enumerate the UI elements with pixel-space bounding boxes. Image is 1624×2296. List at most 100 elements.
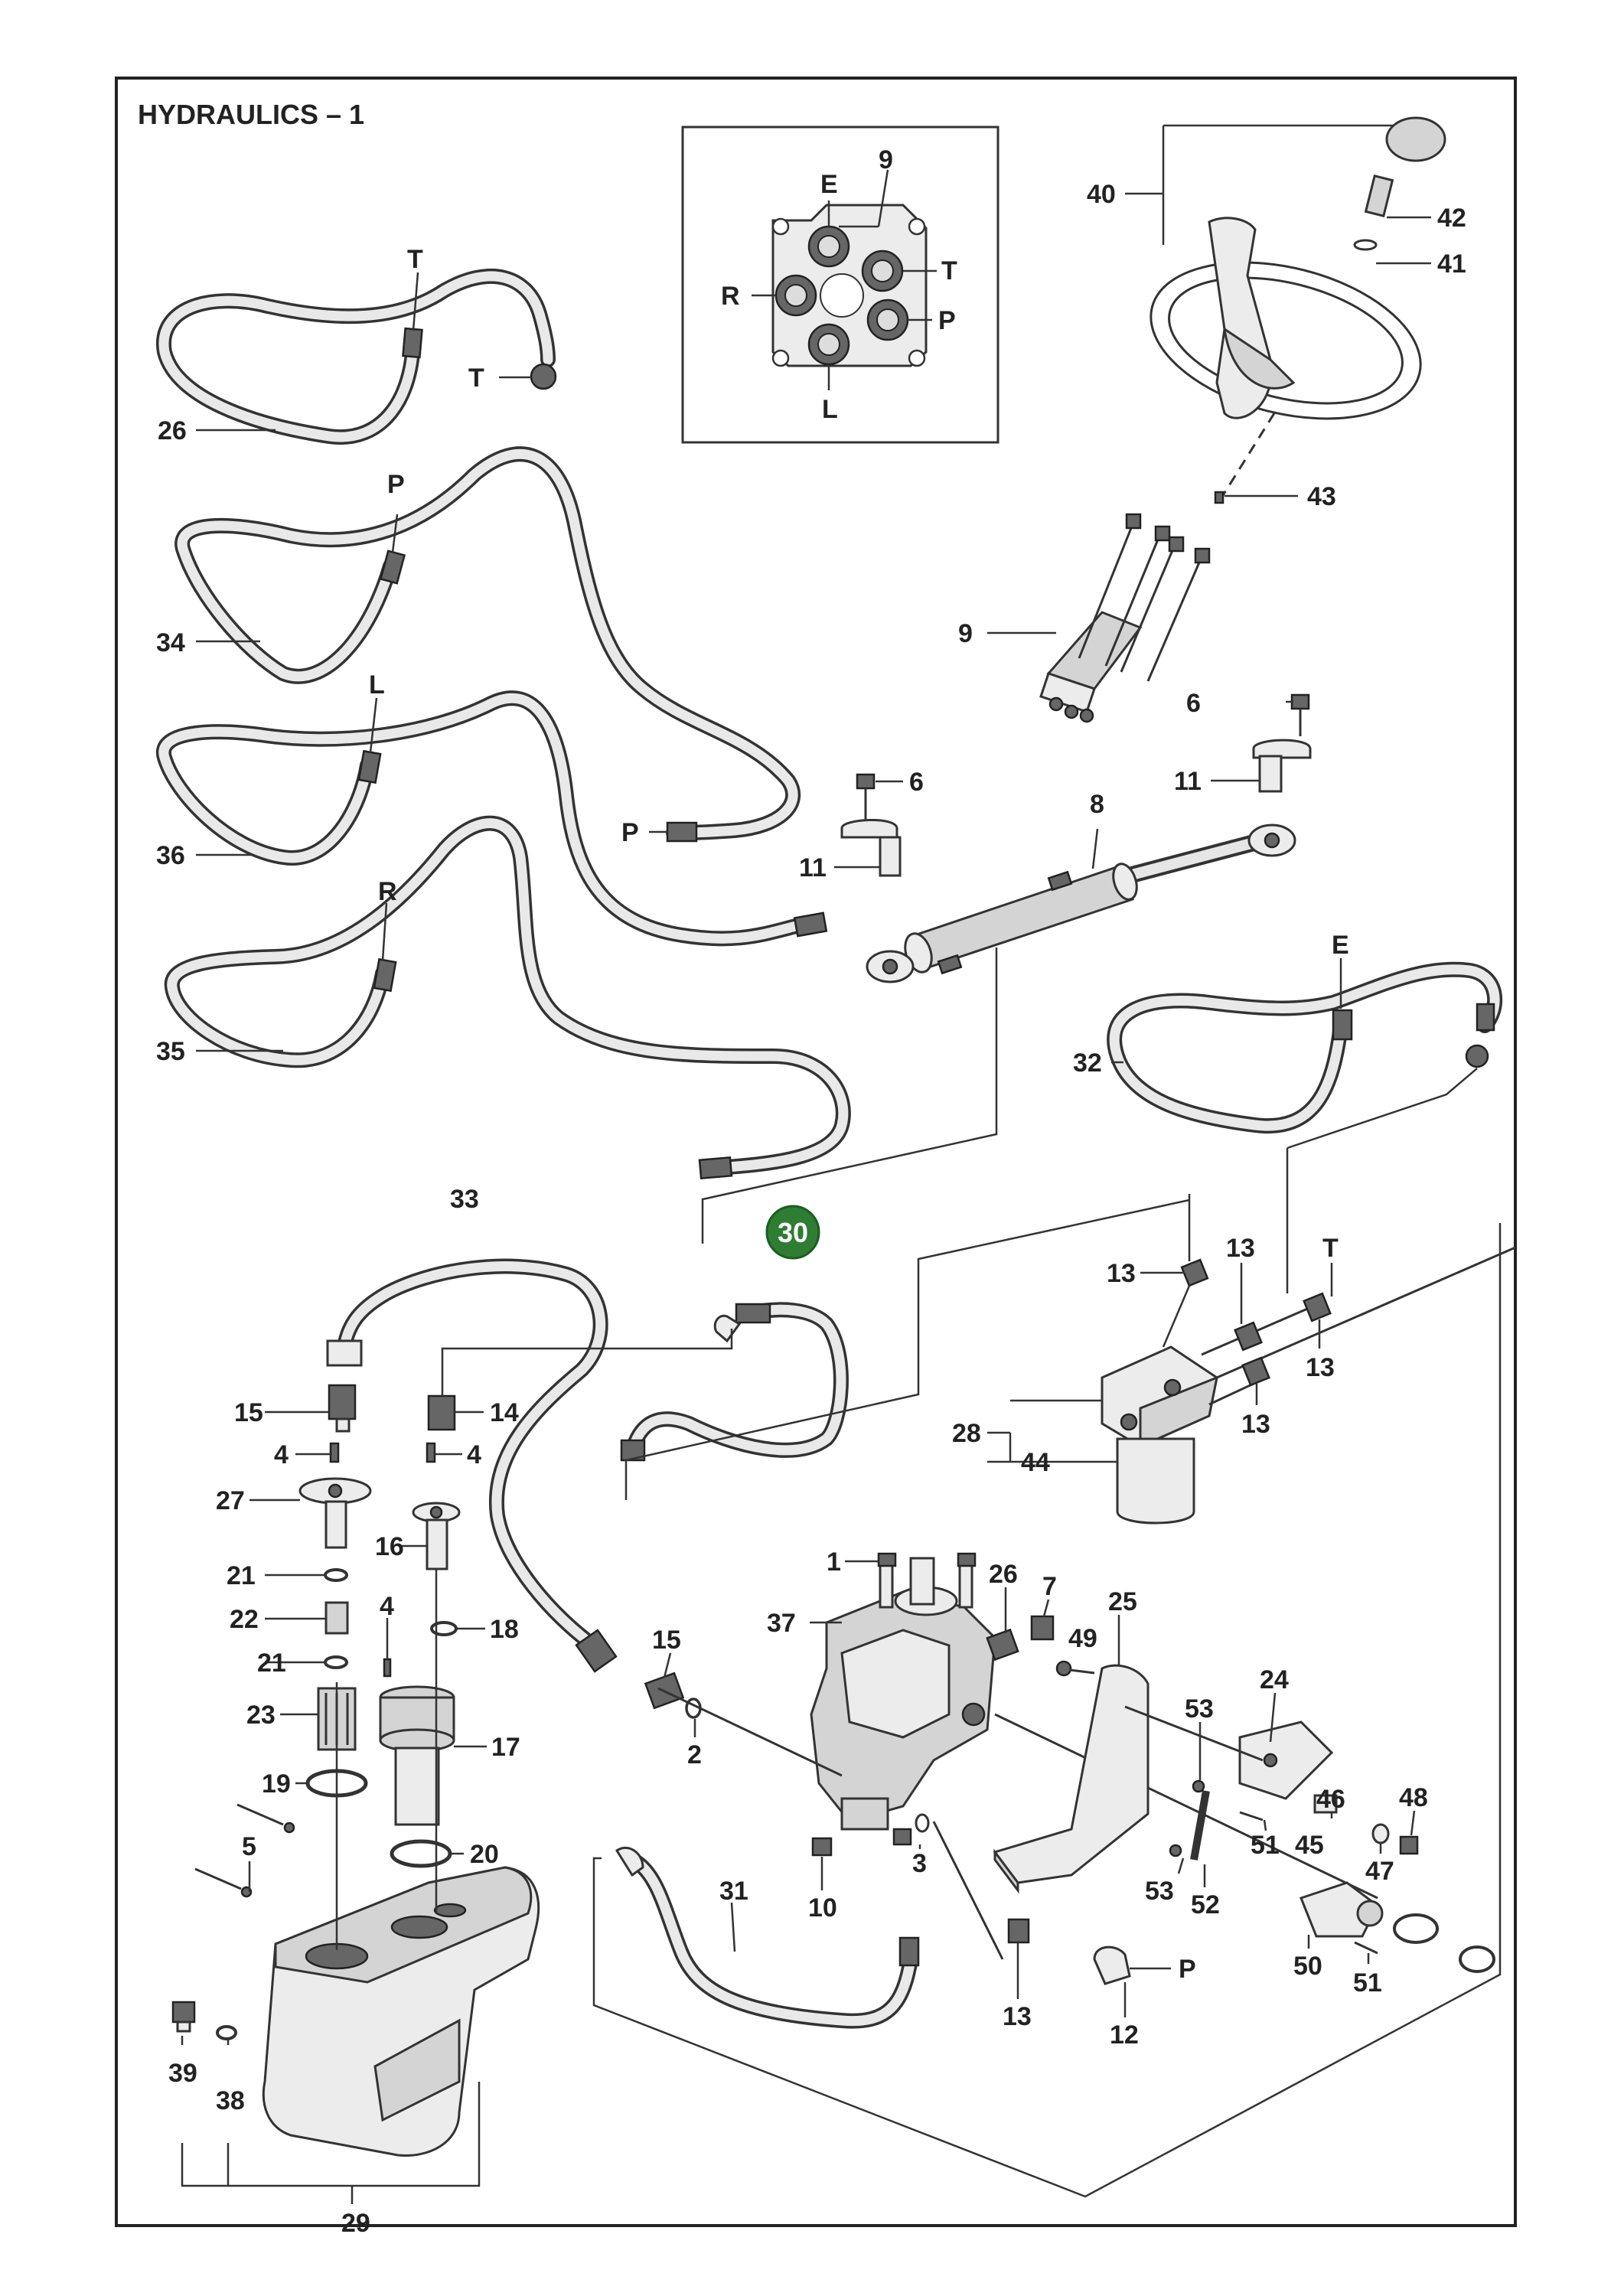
breather-filter-17 [379,1685,455,1826]
elbow-12 [1093,1945,1131,1985]
lever-link-line [1124,1705,1264,1762]
screws-5 [194,1803,295,1898]
o-ring-21-top [324,1568,348,1582]
bolt-51-bottom [1354,1941,1378,1955]
callout-5: 5 [242,1832,256,1861]
hose-35 [164,815,851,1180]
callout-labels: T T 26 P 34 L 36 P R 35 40 42 41 43 9 6 … [156,180,1466,2238]
callout-2: 2 [687,1740,702,1769]
valve-port-inset [681,126,1000,444]
hose-34 [174,446,801,843]
bushing-46 [1313,1794,1338,1814]
page-frame [115,77,1517,2227]
callout-21a: 21 [227,1561,256,1590]
hose-33 [326,1258,618,1673]
callout-41: 41 [1437,249,1466,279]
callout-45: 45 [1295,1831,1324,1860]
callout-9: 9 [958,619,973,648]
hydraulic-tank-29 [262,1866,540,2157]
pump-axis-line-3 [994,1713,1378,1900]
bolt-6-left [856,773,876,820]
callout-46: 46 [1316,1785,1345,1814]
inset-label-p: P [938,306,956,335]
steering-shaft-axis [1215,413,1276,506]
screw-4-filter [383,1658,392,1678]
nut-10 [811,1837,833,1857]
inset-label-e: E [820,170,838,199]
bolt-51-top [1239,1811,1264,1821]
fitting-14 [427,1394,456,1431]
callout-28: 28 [952,1419,981,1448]
callout-p3: P [1179,1955,1196,1984]
screw-4-right [426,1442,436,1463]
hose-26 [156,268,557,445]
callout-36: 36 [156,841,185,870]
callout-t3: T [1322,1234,1339,1263]
callout-23: 23 [246,1701,276,1730]
callout-31: 31 [719,1877,748,1906]
fitting-13-pipes [1180,1246,1516,1406]
inset-label-r: R [721,282,740,311]
callout-26: 26 [158,416,187,445]
callout-6b: 6 [909,768,924,797]
callout-51a: 51 [1251,1831,1280,1860]
lever-24 [1238,1720,1334,1800]
callout-29: 29 [341,2209,370,2238]
fitting-26-pump [986,1628,1019,1662]
callout-15b: 15 [652,1626,681,1655]
callout-22: 22 [230,1605,259,1634]
hose-30 [620,1302,849,1462]
callout-4a: 4 [274,1440,289,1469]
callout-11a: 11 [1174,767,1202,796]
callout-53a: 53 [1185,1694,1214,1724]
callout-p1: P [387,470,405,499]
port-fitting-r [774,274,817,317]
callout-13b: 13 [1226,1234,1255,1263]
callout-32: 32 [1073,1049,1102,1078]
nut-48 [1399,1835,1419,1855]
callout-8: 8 [1090,790,1104,819]
diagram-title: HYDRAULICS – 1 [138,99,364,130]
callout-26b: 26 [989,1560,1018,1589]
callout-12: 12 [1110,2020,1139,2050]
seal-20 [390,1839,452,1868]
washer-38 [216,2025,237,2040]
o-ring-21-bottom [324,1655,348,1669]
o-ring-3 [915,1813,930,1833]
hydraulic-pump-37 [810,1552,996,1831]
callout-39: 39 [168,2059,197,2088]
callout-7: 7 [1042,1572,1057,1601]
callout-3: 3 [912,1849,927,1878]
callout-27: 27 [216,1486,245,1515]
callout-38: 38 [216,2086,245,2115]
inset-label-l: L [822,395,838,424]
callout-21b: 21 [257,1649,286,1678]
callout-18: 18 [490,1615,519,1644]
pin-11-right [1252,739,1312,793]
port-fitting-p [866,298,909,341]
callout-l1: L [369,670,385,700]
adapter-22 [324,1601,349,1635]
callout-1: 1 [827,1548,841,1577]
hose-36 [155,690,828,947]
callout-14: 14 [490,1398,519,1427]
highlight-badge-30 [765,1205,820,1260]
bolt-53-top [1192,1779,1205,1793]
callout-53b: 53 [1145,1877,1174,1906]
steering-unit-9 [1039,513,1211,723]
elbow-fitting-15-top [328,1384,357,1433]
hose-32 [1107,961,1502,1134]
callout-t2: T [468,364,484,393]
elbow-7 [1030,1615,1055,1641]
callout-37: 37 [767,1609,796,1638]
callout-35: 35 [156,1037,185,1066]
callout-r1: R [378,877,397,906]
callout-19: 19 [262,1769,291,1799]
callout-24: 24 [1260,1665,1289,1694]
filter-44 [1116,1437,1195,1525]
callout-34: 34 [156,628,185,657]
callout-20: 20 [470,1840,499,1869]
rod-52 [1190,1790,1210,1861]
leader-lines [181,124,1502,2204]
